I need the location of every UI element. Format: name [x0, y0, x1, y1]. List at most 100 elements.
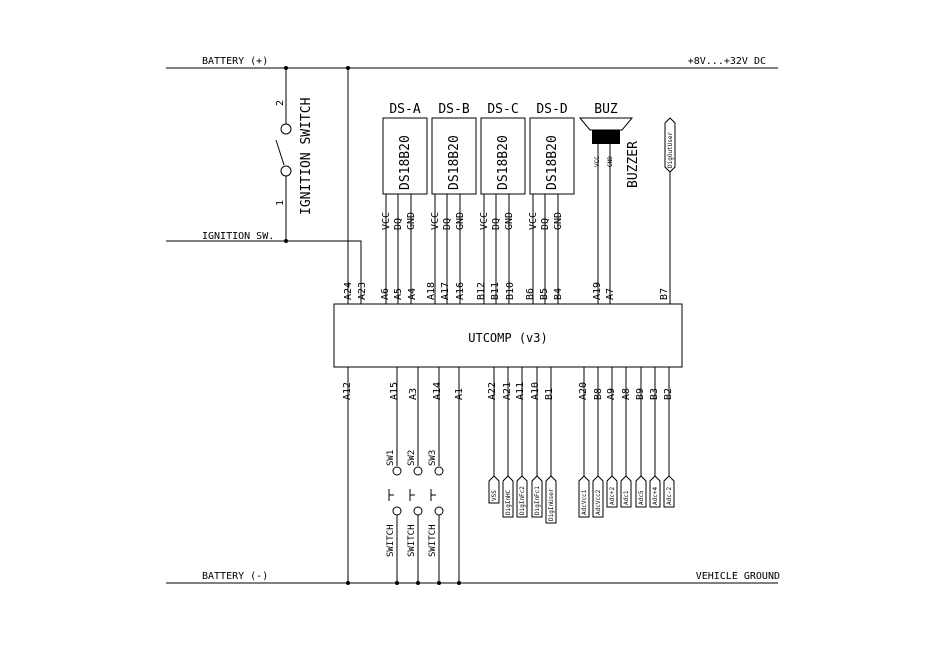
bottom-pin-b1: B1 — [544, 388, 555, 400]
sensor-pin-dq: DQ — [442, 218, 453, 230]
controller-box — [333, 303, 683, 368]
connector-adc-2: Adc+2 — [606, 367, 618, 508]
switch-contact-top — [434, 466, 444, 476]
switch-contact-top — [413, 466, 423, 476]
switch-name: SW3 — [428, 450, 438, 466]
top-pin-a4: A4 — [407, 288, 418, 300]
ignition-pin-2: 2 — [275, 100, 286, 106]
connector-vss: VSS — [488, 367, 500, 504]
sensor-name: DS-B — [438, 102, 469, 117]
sensor-chip: DS18B20 — [545, 135, 560, 190]
connector-diginhc: DigInHC — [502, 367, 514, 518]
connector-label: DigInUser — [548, 488, 555, 521]
switch-contact-bottom — [392, 506, 402, 516]
ignition-sw-label: IGNITION SW. — [202, 231, 274, 242]
buzzer-name: BUZ — [594, 102, 618, 117]
sensor-pin-gnd: GND — [553, 212, 564, 230]
bottom-pin-a14: A14 — [432, 382, 443, 400]
sensor-pin-gnd: GND — [504, 212, 515, 230]
dig-out-user-label: DigOutUser — [667, 131, 674, 168]
bottom-pin-a22: A22 — [487, 382, 498, 400]
switch-contact-bottom — [434, 506, 444, 516]
buzzer: BUZ VCC GND BUZZER — [578, 102, 641, 304]
top-pin-a16: A16 — [455, 282, 466, 300]
connector-adc5: Adc5 — [635, 367, 647, 508]
buzzer-body — [592, 130, 620, 144]
sensor-body — [529, 117, 575, 195]
sensor-pin-vcc: VCC — [430, 212, 441, 230]
connector-label: Adc5 — [638, 490, 645, 505]
sensor-pin-dq: DQ — [393, 218, 404, 230]
connector-label: DigInFc2 — [519, 486, 526, 515]
switch-label: SWITCH — [386, 524, 396, 557]
power-rails: BATTERY (+) +8V...+32V DC IGNITION SW. B… — [166, 56, 780, 584]
sensor-body — [382, 117, 428, 195]
connector-label: Adc+4 — [652, 487, 659, 505]
vehicle-ground-label: VEHICLE GROUND — [696, 571, 780, 582]
connector-label: AdcVcc2 — [595, 489, 602, 515]
controller-title: UTCOMP (v3) — [468, 331, 547, 345]
connector-adc-2: Adc-2 — [663, 367, 675, 508]
ground-wires — [457, 367, 461, 585]
bottom-pin-a11: A11 — [515, 382, 526, 400]
switch-label: SWITCH — [407, 524, 417, 557]
top-pin-a6: A6 — [380, 288, 391, 300]
switch-name: SW2 — [407, 450, 417, 466]
switch-name: SW1 — [386, 450, 396, 466]
ignition-contact-bottom — [280, 165, 292, 177]
connector-label: Adc-2 — [666, 487, 673, 505]
top-pin-b5: B5 — [539, 288, 550, 300]
top-pin-a17: A17 — [440, 282, 451, 300]
top-pin-b6: B6 — [525, 288, 536, 300]
sensor-pin-vcc: VCC — [479, 212, 490, 230]
sensor-name: DS-C — [487, 102, 518, 117]
switch-contact-bottom — [413, 506, 423, 516]
connector-adcvcc1: AdcVcc1 — [578, 367, 590, 518]
top-pin-a7: A7 — [605, 288, 616, 300]
top-pin-b4: B4 — [553, 288, 564, 300]
top-pin-b11: B11 — [490, 282, 501, 300]
battery-positive-label: BATTERY (+) — [202, 56, 268, 67]
ignition-lever — [275, 139, 285, 166]
sensor-chip: DS18B20 — [447, 135, 462, 190]
top-pin-a18: A18 — [426, 282, 437, 300]
top-pin-b10: B10 — [505, 282, 516, 300]
connector-label: VSS — [491, 490, 498, 501]
top-pin-b12: B12 — [476, 282, 487, 300]
connector-label: Adc+2 — [609, 487, 616, 505]
buzzer-horn — [578, 117, 634, 131]
bottom-pin-a12: A12 — [342, 382, 353, 400]
switch-contact-top — [392, 466, 402, 476]
bottom-pin-a15: A15 — [389, 382, 400, 400]
top-pin-a24: A24 — [343, 282, 354, 300]
dig-out-user-connector: DigOutUser — [664, 117, 676, 304]
sensor-pin-dq: DQ — [540, 218, 551, 230]
sensor-chip: DS18B20 — [398, 135, 413, 190]
top-pin-a19: A19 — [592, 282, 603, 300]
ignition-pin-1: 1 — [275, 200, 286, 206]
connector-diginfc1: DigInFc1 — [531, 367, 543, 518]
sensor-body — [431, 117, 477, 195]
connector-adc-4: Adc+4 — [649, 367, 661, 508]
connector-adcvcc2: AdcVcc2 — [592, 367, 604, 518]
connector-label: AdcVcc1 — [581, 489, 588, 515]
supply-voltage-label: +8V...+32V DC — [688, 56, 766, 67]
bottom-pin-a10: A10 — [530, 382, 541, 400]
sensor-pin-dq: DQ — [491, 218, 502, 230]
top-pin-a5: A5 — [393, 288, 404, 300]
top-pin-a23: A23 — [357, 282, 368, 300]
sensor-pin-vcc: VCC — [381, 212, 392, 230]
buzzer-label: BUZZER — [626, 141, 641, 188]
connector-label: Adc1 — [623, 490, 630, 505]
a23-ignition-wire — [287, 240, 362, 304]
